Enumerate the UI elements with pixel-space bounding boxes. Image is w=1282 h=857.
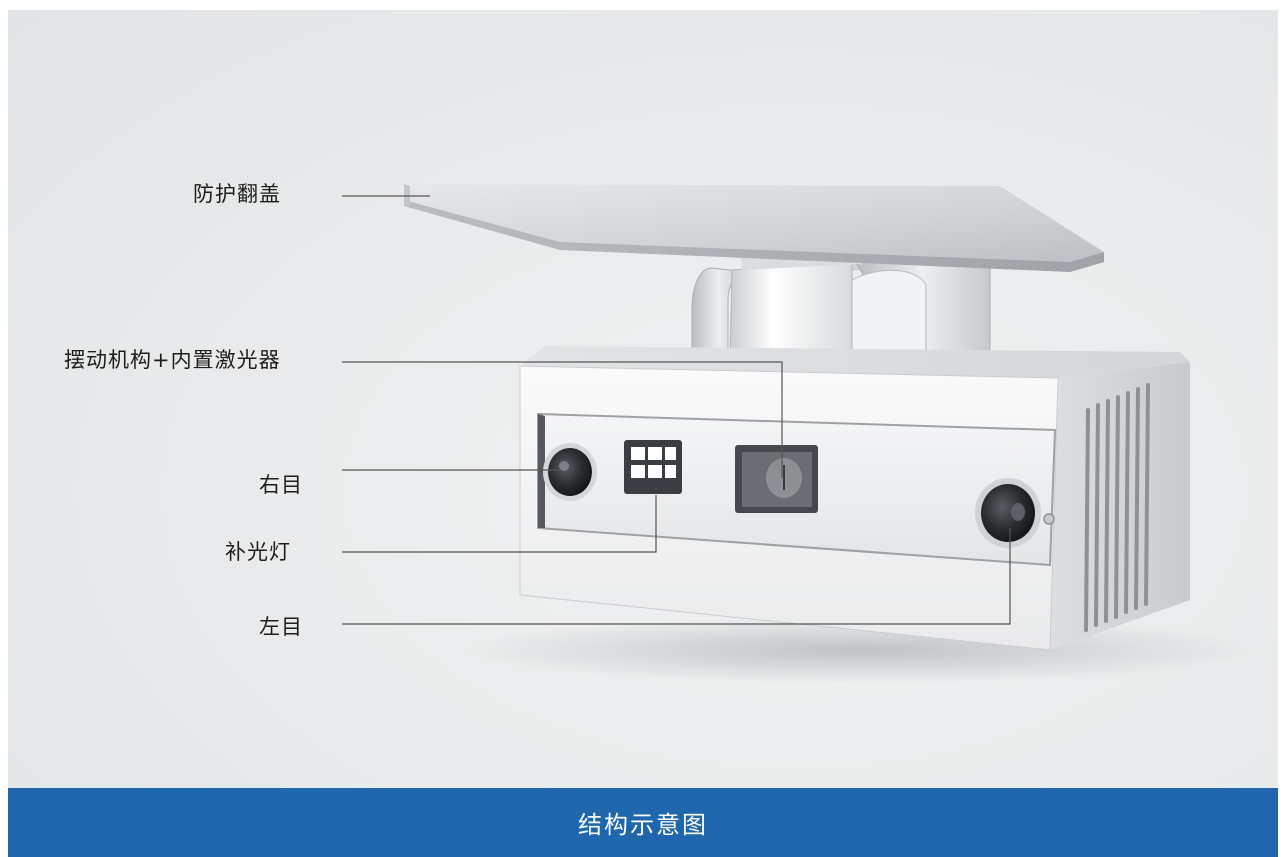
product-photo-area: 防护翻盖 摆动机构+内置激光器 右目 补光灯 左目	[8, 10, 1278, 788]
left-eye-lens	[975, 478, 1041, 548]
camera-device-illustration	[342, 184, 1260, 684]
label-fill-light: 补光灯	[225, 540, 291, 564]
label-swing-mechanism: 摆动机构+内置激光器	[64, 348, 281, 372]
flip-cover	[404, 184, 1104, 272]
label-right-eye: 右目	[259, 473, 303, 497]
caption-title: 结构示意图	[578, 811, 708, 839]
screw	[1043, 513, 1055, 525]
leader-line-left-eye	[342, 528, 1011, 625]
label-flip-cover: 防护翻盖	[193, 182, 281, 206]
leader-line-swing-mechanism	[342, 361, 783, 478]
side-vents	[1084, 383, 1150, 632]
camera-body	[519, 346, 1190, 651]
leader-line-fill-light	[342, 495, 657, 553]
label-left-eye: 左目	[259, 615, 303, 639]
caption-bar: 结构示意图	[8, 788, 1278, 857]
laser-window	[735, 445, 818, 513]
leader-lines	[342, 195, 1011, 625]
right-eye-lens	[543, 443, 597, 501]
fill-light	[624, 440, 682, 494]
